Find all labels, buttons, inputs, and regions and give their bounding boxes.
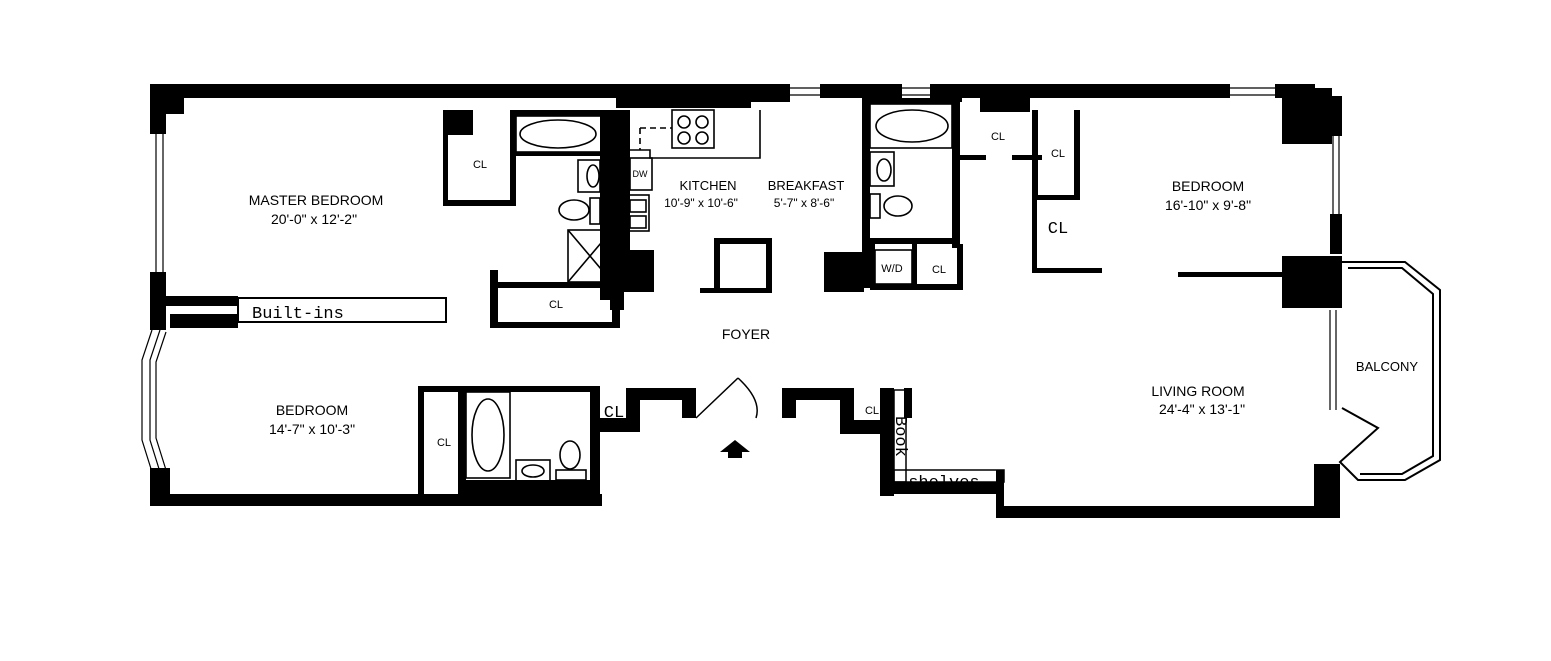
bedroom-west-name: BEDROOM (276, 402, 348, 418)
breakfast-dims: 5'-7" x 8'-6" (774, 196, 834, 210)
closet-label-bedroom-east: CL (1051, 148, 1065, 160)
bedroom-west-label: BEDROOM 14'-7" x 10'-3" (269, 402, 355, 437)
master-bedroom-dims: 20'-0" x 12'-2" (271, 211, 357, 227)
interior-walls (166, 98, 1282, 496)
closet-label-entry-west: CL (604, 404, 624, 423)
bookshelves-label-shelves: -shelves- (898, 474, 990, 493)
kitchen-label: KITCHEN 10'-9" x 10'-6" (664, 178, 738, 210)
master-bedroom-label: MASTER BEDROOM 20'-0" x 12'-2" (249, 192, 384, 227)
washer-dryer-label: W/D (881, 263, 902, 275)
living-room-dims: 24'-4" x 13'-1" (1159, 401, 1245, 417)
closet-label-bedroom-west: CL (437, 437, 451, 449)
closet-label-laundry: CL (932, 264, 946, 276)
kitchen-dims: 10'-9" x 10'-6" (664, 196, 738, 210)
breakfast-name: BREAKFAST (768, 178, 845, 193)
closet-label-hall: CL (200, 316, 213, 328)
balcony-outline (1338, 261, 1441, 481)
bedroom-east-name: BEDROOM (1172, 178, 1244, 194)
bedroom-west-dims: 14'-7" x 10'-3" (269, 421, 355, 437)
closet-label-bedroom-east-lower: CL (1048, 220, 1068, 239)
entry-arrow-icon (720, 440, 750, 458)
breakfast-label: BREAKFAST 5'-7" x 8'-6" (768, 178, 845, 210)
closet-label-master: CL (473, 159, 487, 171)
bedroom-east-dims: 16'-10" x 9'-8" (1165, 197, 1251, 213)
fixtures (465, 103, 953, 483)
balcony-label: BALCONY (1356, 359, 1418, 374)
foyer-label: FOYER (722, 326, 770, 342)
built-ins-cabinet (237, 297, 447, 323)
exterior-walls (150, 84, 1342, 518)
entry-door (695, 377, 758, 419)
living-room-name: LIVING ROOM (1151, 383, 1244, 399)
built-ins-label: Built-ins (252, 305, 344, 324)
closet-label-foyer: CL (549, 299, 563, 311)
bedroom-east-label: BEDROOM 16'-10" x 9'-8" (1165, 178, 1251, 213)
dishwasher-label: DW (633, 169, 648, 179)
living-room-label: LIVING ROOM 24'-4" x 13'-1" (1151, 383, 1245, 417)
closet-label-entry-east: CL (865, 405, 879, 417)
closet-label-hall-east: CL (991, 131, 1005, 143)
bookshelves-label-book: Book (890, 416, 909, 457)
windows (141, 87, 1340, 473)
master-bedroom-name: MASTER BEDROOM (249, 192, 384, 208)
bookshelves-lower (893, 469, 1005, 483)
kitchen-name: KITCHEN (679, 178, 736, 193)
